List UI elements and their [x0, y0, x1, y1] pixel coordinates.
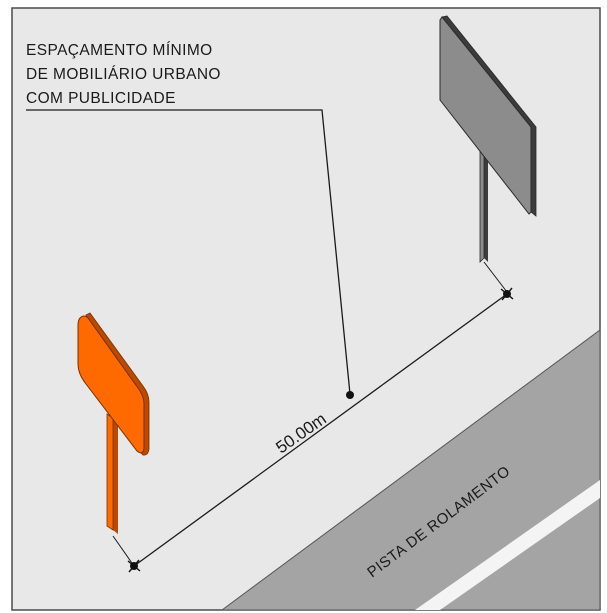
far-sign-panel — [439, 16, 532, 215]
dimension-endpoint-near — [127, 559, 141, 573]
dimension-endpoint-far — [500, 287, 514, 301]
leader-line — [26, 109, 351, 395]
far-sign-post-side — [484, 150, 488, 262]
near-sign-base-tick — [112, 535, 135, 567]
near-sign-post-side — [113, 418, 118, 534]
far-sign — [439, 15, 537, 293]
near-sign-post — [106, 413, 114, 531]
leader-dot — [346, 391, 354, 399]
far-sign-post — [479, 149, 485, 263]
title-line-3: COM PUBLICIDADE — [26, 90, 176, 107]
title-line-1: ESPAÇAMENTO MÍNIMO — [26, 42, 213, 59]
title-annotation: ESPAÇAMENTO MÍNIMO DE MOBILIÁRIO URBANO … — [26, 42, 354, 399]
title-line-2: DE MOBILIÁRIO URBANO — [26, 66, 221, 83]
road: PISTA DE ROLAMENTO — [220, 329, 601, 611]
far-sign-base-tick — [483, 261, 508, 293]
road-stripe — [415, 480, 600, 610]
near-sign-panel — [77, 315, 145, 454]
road-surface — [220, 329, 601, 611]
near-sign — [77, 312, 150, 567]
dimension-line — [133, 293, 508, 567]
